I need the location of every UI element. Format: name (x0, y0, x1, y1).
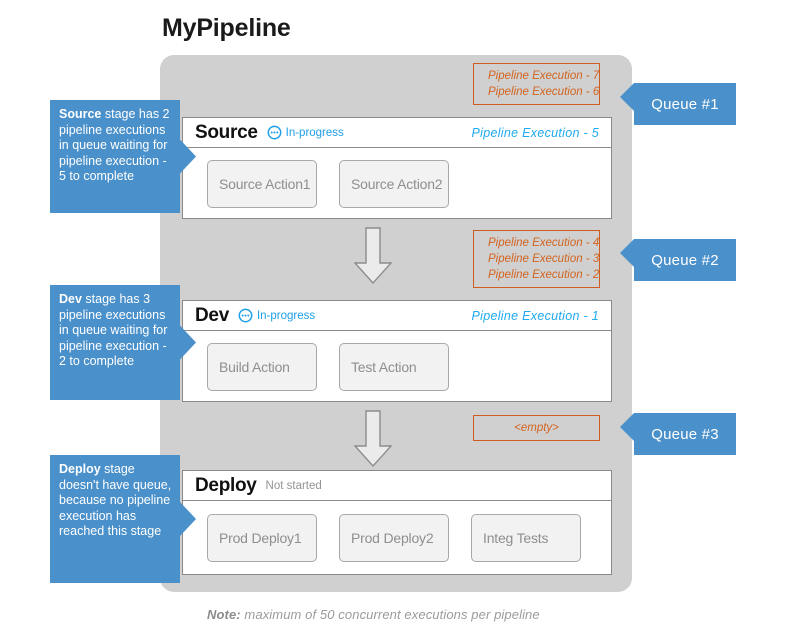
queue-item: Pipeline Execution - 3 (488, 253, 600, 265)
note-text: Deploy stage doesn't have queue, because… (50, 455, 180, 583)
queue-items-box-2: Pipeline Execution - 4 Pipeline Executio… (473, 230, 600, 288)
queue-item: Pipeline Execution - 6 (488, 86, 600, 98)
stage-status: In-progress (238, 308, 315, 323)
note-callout-dev: Dev stage has 3 pipeline executions in q… (50, 285, 196, 400)
footer-note-body: maximum of 50 concurrent executions per … (240, 607, 540, 622)
stage-execution-label: Pipeline Execution - 1 (471, 308, 599, 323)
queue-item: Pipeline Execution - 2 (488, 269, 600, 281)
queue-callout-2: Queue #2 (620, 239, 736, 281)
queue-item-empty: <empty> (514, 422, 559, 434)
queue-label: Queue #2 (651, 251, 719, 269)
down-arrow-icon (354, 227, 392, 285)
action-box[interactable]: Source Action1 (207, 159, 317, 208)
callout-shape (50, 285, 180, 400)
queue-callout-1: Queue #1 (620, 83, 736, 125)
stage-name: Deploy (195, 474, 257, 496)
queue-item: Pipeline Execution - 7 (488, 70, 600, 82)
note-body: stage has 3 pipeline executions in queue… (59, 292, 168, 368)
queue-callout-3: Queue #3 (620, 413, 736, 455)
note-callout-source: Source stage has 2 pipeline executions i… (50, 100, 196, 213)
callout-shape (620, 413, 736, 455)
action-box[interactable]: Prod Deploy1 (207, 513, 317, 562)
footer-note: Note: maximum of 50 concurrent execution… (207, 607, 540, 622)
action-box[interactable]: Integ Tests (471, 513, 581, 562)
stage-deploy[interactable]: Deploy Not started Prod Deploy1 Prod Dep… (182, 470, 612, 575)
stage-actions: Prod Deploy1 Prod Deploy2 Integ Tests (183, 501, 611, 574)
stage-header: Deploy Not started (183, 471, 611, 501)
note-text: Dev stage has 3 pipeline executions in q… (50, 285, 180, 400)
note-emphasis: Dev (59, 292, 82, 306)
note-callout-deploy: Deploy stage doesn't have queue, because… (50, 455, 196, 583)
stage-actions: Source Action1 Source Action2 (183, 148, 611, 219)
queue-items-box-1: Pipeline Execution - 7 Pipeline Executio… (473, 63, 600, 105)
stage-execution-label: Pipeline Execution - 5 (471, 125, 599, 140)
callout-shape (50, 100, 180, 213)
stage-dev[interactable]: Dev In-progress Pipeline Execution - 1 B… (182, 300, 612, 402)
note-body: stage has 2 pipeline executions in queue… (59, 107, 170, 183)
action-box[interactable]: Build Action (207, 342, 317, 391)
stage-header: Source In-progress Pipeline Execution - … (183, 118, 611, 148)
stage-status: In-progress (267, 125, 344, 140)
note-body: stage doesn't have queue, because no pip… (59, 462, 172, 538)
action-box[interactable]: Prod Deploy2 (339, 513, 449, 562)
callout-shape (50, 455, 180, 583)
queue-item: Pipeline Execution - 4 (488, 237, 600, 249)
stage-header: Dev In-progress Pipeline Execution - 1 (183, 301, 611, 331)
queue-items-box-3: <empty> (473, 415, 600, 441)
stage-status-label: Not started (265, 479, 322, 492)
queue-label: Queue #3 (651, 425, 719, 443)
stage-source[interactable]: Source In-progress Pipeline Execution - … (182, 117, 612, 219)
footer-note-emphasis: Note: (207, 607, 241, 622)
pipeline-container: Pipeline Execution - 7 Pipeline Executio… (160, 55, 632, 592)
stage-status-label: In-progress (256, 309, 316, 322)
queue-label: Queue #1 (651, 95, 719, 113)
callout-shape (620, 83, 736, 125)
note-emphasis: Source (59, 107, 102, 121)
action-box[interactable]: Test Action (339, 342, 449, 391)
stage-name: Source (195, 121, 258, 143)
stage-name: Dev (195, 304, 229, 326)
note-emphasis: Deploy (59, 462, 101, 476)
in-progress-icon (238, 308, 253, 323)
page-title: MyPipeline (162, 14, 291, 42)
stage-status-label: In-progress (285, 126, 344, 139)
action-box[interactable]: Source Action2 (339, 159, 449, 208)
callout-shape (620, 239, 736, 281)
down-arrow-icon (354, 410, 392, 468)
in-progress-icon (267, 125, 282, 140)
note-text: Source stage has 2 pipeline executions i… (50, 100, 180, 213)
stage-actions: Build Action Test Action (183, 331, 611, 402)
